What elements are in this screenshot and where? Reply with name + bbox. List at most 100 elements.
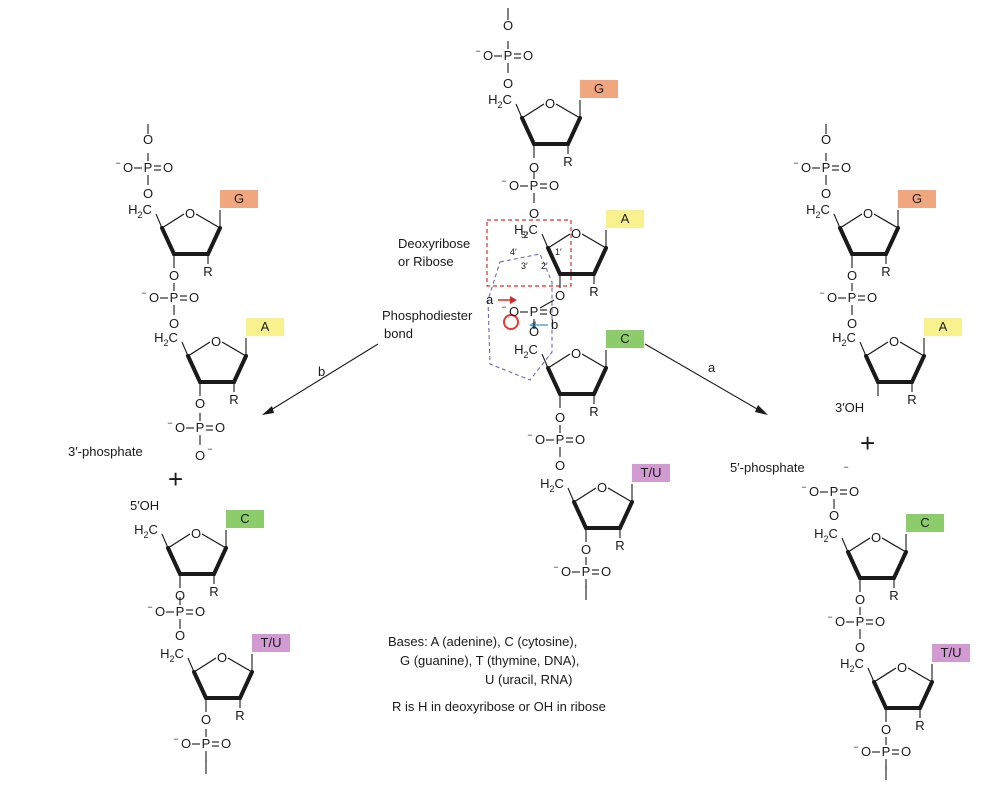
ring-oxygen: O (571, 226, 581, 241)
phosphate-group: PO−O (801, 482, 859, 509)
ch2-group: H2C (806, 202, 830, 220)
phosphate-oxygen: O (509, 304, 519, 319)
label-bond: bond (384, 326, 413, 341)
r-group: R (615, 538, 624, 553)
arrow-label-b: b (318, 364, 325, 379)
phosphorus-atom: P (830, 484, 839, 499)
oxygen-atom: O (195, 396, 205, 411)
negative-charge: − (147, 602, 152, 612)
phosphate-group: PO−O (147, 597, 205, 629)
bridging-oxygen: O (529, 324, 539, 339)
phosphate-oxygen: O (535, 432, 545, 447)
terminal-oxygen: O (195, 448, 205, 463)
oxygen-atom: O (847, 268, 857, 283)
oxygen-atom: O (847, 316, 857, 331)
base-box-c (606, 330, 644, 348)
r-group: R (889, 588, 898, 603)
svg-text:b: b (551, 317, 558, 332)
phosphorus-atom: P (504, 48, 513, 63)
phosphate-oxygen: O (849, 484, 859, 499)
ch2-group: H2C (832, 330, 856, 348)
negative-charge: − (527, 430, 532, 440)
ring-oxygen: O (217, 650, 227, 665)
phosphate-oxygen: O (181, 736, 191, 751)
ring-oxygen: O (871, 530, 881, 545)
phosphate-group: PO−O (501, 302, 559, 329)
ch2-group: H2C (840, 656, 864, 674)
negative-charge: − (501, 176, 506, 186)
negative-charge: − (115, 158, 120, 168)
oxygen-atom: O (881, 722, 891, 737)
r-group: R (915, 718, 924, 733)
phosphorus-atom: P (202, 736, 211, 751)
phosphodiester-region-outline (487, 253, 553, 381)
ring-oxygen: O (897, 660, 907, 675)
phosphate-oxygen: O (523, 48, 533, 63)
base-box-a (246, 318, 284, 336)
cleavage-arrow-a: a (486, 292, 517, 307)
base-box-g (220, 190, 258, 208)
phosphate-oxygen: O (195, 604, 205, 619)
base-box-a (924, 318, 962, 336)
sugar-c: O R H2C C (814, 514, 944, 603)
base-label-a: A (261, 319, 270, 334)
label-c4-prime: 4′ (510, 247, 517, 257)
label-c5-prime: 5′ (521, 230, 528, 240)
base-label-c: C (240, 511, 249, 526)
phosphorus-atom: P (170, 290, 179, 305)
phosphate-oxygen: O (123, 160, 133, 175)
r-group: R (209, 584, 218, 599)
label-c2-prime: 2′ (541, 261, 548, 271)
base-label-g: G (912, 191, 922, 206)
phosphorus-atom: P (176, 604, 185, 619)
negative-charge: − (819, 288, 824, 298)
svg-text:a: a (486, 292, 494, 307)
phosphate-group: PO−O (793, 153, 851, 185)
base-box-tu (932, 644, 970, 662)
base-box-g (898, 190, 936, 208)
label-3-phosphate: 3′-phosphate (68, 444, 143, 459)
r-group: R (589, 284, 598, 299)
label-deoxyribose: Deoxyribose (398, 236, 470, 251)
phosphate-oxygen: O (175, 420, 185, 435)
oxygen-atom: O (821, 186, 831, 201)
negative-charge: − (553, 562, 558, 572)
ring-oxygen: O (889, 334, 899, 349)
base-label-a: A (939, 319, 948, 334)
negative-charge: − (207, 444, 212, 454)
label-3-oh: 3′OH (835, 400, 864, 415)
ch2-group: H2C (814, 526, 838, 544)
oxygen-atom: O (829, 508, 839, 523)
label-or-ribose: or Ribose (398, 254, 454, 269)
r-group: R (881, 264, 890, 279)
negative-charge: − (853, 742, 858, 752)
ring-oxygen: O (191, 526, 201, 541)
arrow-hydrolysis-a: a (644, 343, 768, 415)
phosphate-oxygen: O (215, 420, 225, 435)
oxygen-atom: O (143, 186, 153, 201)
phosphorus-atom: P (848, 290, 857, 305)
r-group: R (235, 708, 244, 723)
negative-charge: − (501, 302, 506, 312)
ch2-group: H2C (128, 202, 152, 220)
base-label-c: C (920, 515, 929, 530)
label-c1-prime: 1′ (555, 247, 562, 257)
phosphate-oxygen: O (841, 160, 851, 175)
ch2-group: H2C (514, 222, 538, 240)
legend-line-3: U (uracil, RNA) (485, 672, 572, 687)
phosphate-group: PO−O (527, 425, 585, 457)
negative-charge: − (843, 462, 848, 472)
phosphate-group: PO−O (115, 153, 173, 185)
ring-oxygen: O (571, 346, 581, 361)
negative-charge: − (141, 288, 146, 298)
base-label-tu: T/U (261, 635, 282, 650)
